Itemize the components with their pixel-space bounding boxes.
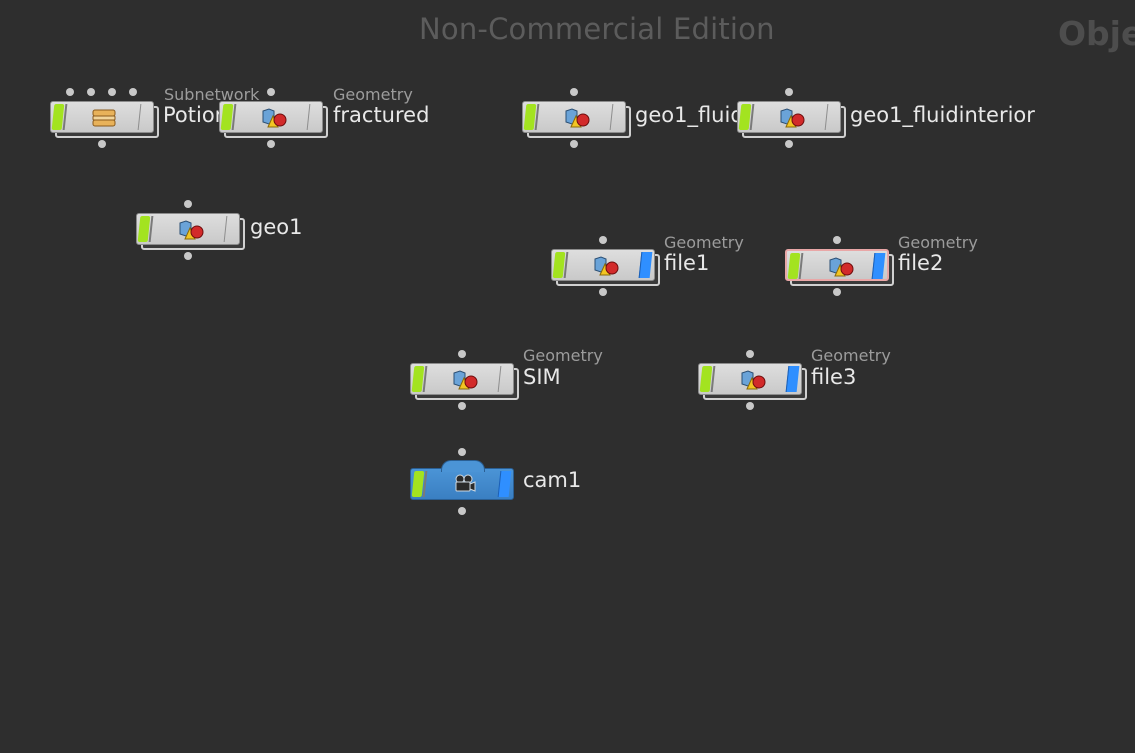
node-geo1[interactable] xyxy=(136,200,245,260)
geometry-icon xyxy=(829,257,854,277)
bypass-flag[interactable] xyxy=(51,104,65,130)
input-connector-4[interactable] xyxy=(129,88,137,96)
node-file2[interactable] xyxy=(785,236,894,296)
node-geo1-fluid[interactable] xyxy=(522,88,631,148)
display-flag[interactable] xyxy=(638,252,653,278)
node-type-label: Geometry xyxy=(898,233,978,252)
geometry-icon xyxy=(453,370,478,390)
output-connector[interactable] xyxy=(267,140,275,148)
input-connector[interactable] xyxy=(458,448,466,456)
node-name-label[interactable]: geo1_fluid xyxy=(635,103,744,127)
display-flag[interactable] xyxy=(497,471,512,497)
display-flag[interactable] xyxy=(609,104,624,130)
node-type-label: Geometry xyxy=(523,346,603,365)
input-connector[interactable] xyxy=(267,88,275,96)
edition-watermark: Non-Commercial Edition xyxy=(419,12,775,46)
geometry-icon xyxy=(780,108,805,128)
input-connector[interactable] xyxy=(785,88,793,96)
node-name-label[interactable]: geo1_fluidinterior xyxy=(850,103,1035,127)
bypass-flag[interactable] xyxy=(137,216,151,242)
node-body[interactable] xyxy=(785,249,889,281)
bypass-flag[interactable] xyxy=(738,104,752,130)
bypass-flag[interactable] xyxy=(523,104,537,130)
node-body[interactable] xyxy=(410,363,514,395)
bypass-flag[interactable] xyxy=(220,104,234,130)
geometry-icon xyxy=(594,256,619,276)
input-connector[interactable] xyxy=(833,236,841,244)
node-sim[interactable] xyxy=(410,350,519,410)
subnet-icon xyxy=(92,109,116,127)
node-body[interactable] xyxy=(551,249,655,281)
camera-node-hump xyxy=(441,460,485,472)
output-connector[interactable] xyxy=(184,252,192,260)
node-name-label[interactable]: geo1 xyxy=(250,215,303,239)
node-type-label: Geometry xyxy=(664,233,744,252)
node-name-label[interactable]: Potion xyxy=(163,103,228,127)
node-file3[interactable] xyxy=(698,350,807,410)
node-body[interactable] xyxy=(698,363,802,395)
node-type-label: Geometry xyxy=(333,85,413,104)
display-flag[interactable] xyxy=(871,253,886,279)
display-flag[interactable] xyxy=(306,104,321,130)
input-connector[interactable] xyxy=(184,200,192,208)
display-flag[interactable] xyxy=(785,366,800,392)
display-flag[interactable] xyxy=(497,366,512,392)
node-name-label[interactable]: cam1 xyxy=(523,468,582,492)
node-name-label[interactable]: file2 xyxy=(898,251,944,275)
node-body[interactable] xyxy=(50,101,154,133)
node-body[interactable] xyxy=(522,101,626,133)
node-type-label: Geometry xyxy=(811,346,891,365)
input-connector[interactable] xyxy=(746,350,754,358)
output-connector[interactable] xyxy=(458,507,466,515)
bypass-flag[interactable] xyxy=(699,366,713,392)
bypass-flag[interactable] xyxy=(552,252,566,278)
node-potion[interactable] xyxy=(50,88,159,148)
node-type-label: Subnetwork xyxy=(164,85,260,104)
node-body[interactable] xyxy=(410,460,514,500)
display-flag[interactable] xyxy=(223,216,238,242)
node-body[interactable] xyxy=(136,213,240,245)
bypass-flag[interactable] xyxy=(787,253,801,279)
node-cam1[interactable] xyxy=(410,448,514,515)
geometry-icon xyxy=(262,108,287,128)
camera-icon xyxy=(455,474,476,492)
node-geo1-fluidinterior[interactable] xyxy=(737,88,846,148)
node-name-label[interactable]: SIM xyxy=(523,365,561,389)
node-file1[interactable] xyxy=(551,236,660,296)
node-name-label[interactable]: fractured xyxy=(333,103,430,127)
node-body[interactable] xyxy=(737,101,841,133)
geometry-icon xyxy=(741,370,766,390)
network-context-label: Obje xyxy=(1058,14,1135,53)
bypass-flag[interactable] xyxy=(411,366,425,392)
node-name-label[interactable]: file1 xyxy=(664,251,710,275)
geometry-icon xyxy=(179,220,204,240)
input-connector-3[interactable] xyxy=(108,88,116,96)
node-body[interactable] xyxy=(219,101,323,133)
node-name-label[interactable]: file3 xyxy=(811,365,857,389)
output-connector[interactable] xyxy=(746,402,754,410)
input-connector[interactable] xyxy=(458,350,466,358)
input-connector-1[interactable] xyxy=(66,88,74,96)
input-connector[interactable] xyxy=(599,236,607,244)
bypass-flag[interactable] xyxy=(411,471,425,497)
output-connector[interactable] xyxy=(98,140,106,148)
output-connector[interactable] xyxy=(570,140,578,148)
input-connector-2[interactable] xyxy=(87,88,95,96)
output-connector[interactable] xyxy=(833,288,841,296)
node-fractured[interactable] xyxy=(219,88,328,148)
output-connector[interactable] xyxy=(599,288,607,296)
geometry-icon xyxy=(565,108,590,128)
display-flag[interactable] xyxy=(824,104,839,130)
output-connector[interactable] xyxy=(458,402,466,410)
display-flag[interactable] xyxy=(137,104,152,130)
input-connector[interactable] xyxy=(570,88,578,96)
output-connector[interactable] xyxy=(785,140,793,148)
